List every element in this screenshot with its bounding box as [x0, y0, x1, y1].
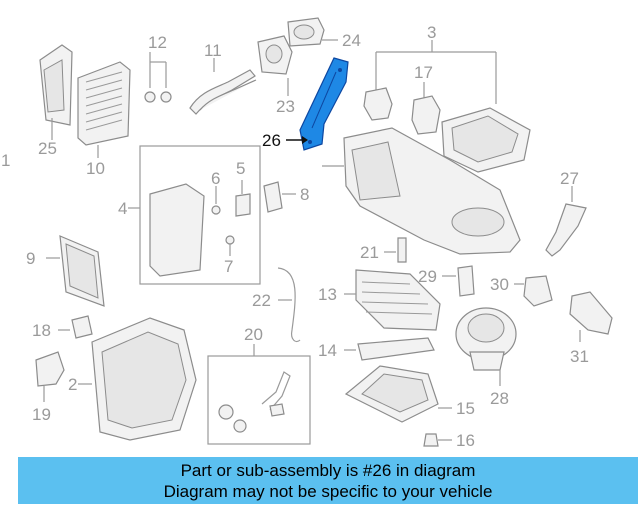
callout-13: 13	[318, 285, 337, 304]
callout-1: 1	[1, 151, 10, 170]
callout-20: 20	[244, 325, 263, 344]
banner-line-1: Part or sub-assembly is #26 in diagram	[180, 461, 476, 480]
part-3-housing	[441, 107, 531, 173]
callout-2: 2	[68, 375, 77, 394]
callout-28: 28	[490, 389, 509, 408]
callout-22: 22	[252, 291, 271, 310]
callout-8: 8	[300, 185, 309, 204]
part-22	[277, 267, 301, 343]
parts-diagram: 1 2 3 4 5 6 7 8 9 10 11 12 13 14 15 16 1…	[1, 17, 613, 450]
callout-labels: 1 2 3 4 5 6 7 8 9 10 11 12 13 14 15 16 1…	[1, 23, 589, 450]
callout-10: 10	[86, 159, 105, 178]
part-11	[189, 58, 257, 115]
part-8	[263, 181, 283, 213]
part-26-highlighted	[286, 57, 349, 151]
part-20-group	[207, 344, 311, 445]
part-24	[257, 17, 338, 75]
callout-26: 26	[262, 131, 281, 150]
part-18	[58, 315, 93, 339]
part-29	[442, 265, 475, 297]
part-9	[46, 235, 105, 307]
info-banner: Part or sub-assembly is #26 in diagram D…	[18, 457, 638, 504]
callout-16: 16	[456, 431, 475, 450]
part-17	[411, 82, 441, 135]
part-4-group	[128, 145, 261, 285]
part-19	[35, 351, 65, 402]
callout-30: 30	[490, 275, 509, 294]
callout-15: 15	[456, 399, 475, 418]
leader-3	[375, 40, 497, 104]
part-28	[455, 307, 517, 386]
callout-4: 4	[118, 199, 127, 218]
callout-27: 27	[560, 169, 579, 188]
callout-3: 3	[427, 23, 436, 42]
callout-14: 14	[318, 341, 337, 360]
callout-7: 7	[224, 257, 233, 276]
callout-23: 23	[276, 97, 295, 116]
part-21	[384, 237, 407, 263]
callout-21: 21	[360, 243, 379, 262]
banner-line-2: Diagram may not be specific to your vehi…	[163, 482, 493, 501]
part-13	[344, 269, 441, 331]
part-3-actuator	[363, 87, 393, 121]
callout-5: 5	[236, 159, 245, 178]
callout-19: 19	[32, 405, 51, 424]
part-2	[78, 317, 197, 441]
part-25	[39, 44, 73, 140]
part-30	[514, 275, 553, 307]
callout-25: 25	[38, 139, 57, 158]
part-12	[144, 52, 172, 103]
part-14	[344, 337, 435, 361]
callout-17: 17	[414, 63, 433, 82]
part-16	[423, 433, 452, 447]
callout-31: 31	[570, 347, 589, 366]
part-1	[322, 127, 521, 255]
part-15	[344, 365, 452, 423]
callout-6: 6	[211, 169, 220, 188]
part-31	[569, 291, 613, 342]
callout-29: 29	[418, 267, 437, 286]
part-27	[545, 186, 587, 257]
callout-11: 11	[204, 41, 222, 60]
callout-24: 24	[342, 31, 361, 50]
callout-9: 9	[26, 249, 35, 268]
callout-18: 18	[32, 321, 51, 340]
callout-12: 12	[148, 33, 167, 52]
part-10	[77, 61, 131, 158]
